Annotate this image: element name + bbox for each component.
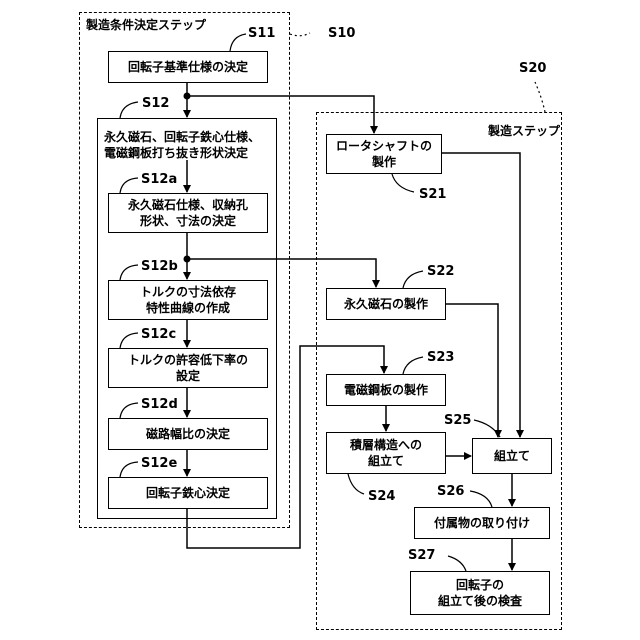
leader-s12a (120, 178, 138, 193)
junction-dot-1 (184, 93, 191, 100)
arrow-s22-s25 (446, 304, 498, 437)
leader-s27 (448, 556, 466, 571)
leader-s24 (348, 474, 364, 494)
junction-dot-2 (184, 256, 191, 263)
leader-s12e (120, 462, 138, 477)
leader-s12b (120, 265, 138, 280)
arrow-s12e-s23 (187, 346, 384, 548)
leader-s11 (230, 34, 246, 51)
leader-s26 (470, 491, 492, 507)
arrow-s21-s25 (442, 153, 520, 437)
leader-s12c (120, 333, 138, 348)
leader-s12 (120, 102, 138, 118)
leader-s10 (290, 33, 310, 36)
leader-s22 (403, 271, 423, 288)
leader-s21 (392, 174, 414, 192)
leader-s25 (474, 420, 500, 437)
leader-s12d (120, 403, 138, 418)
leader-s20 (535, 82, 545, 112)
leader-s23 (403, 357, 423, 374)
arrow-branch-s22 (187, 259, 376, 287)
arrow-branch-s21 (187, 96, 374, 133)
